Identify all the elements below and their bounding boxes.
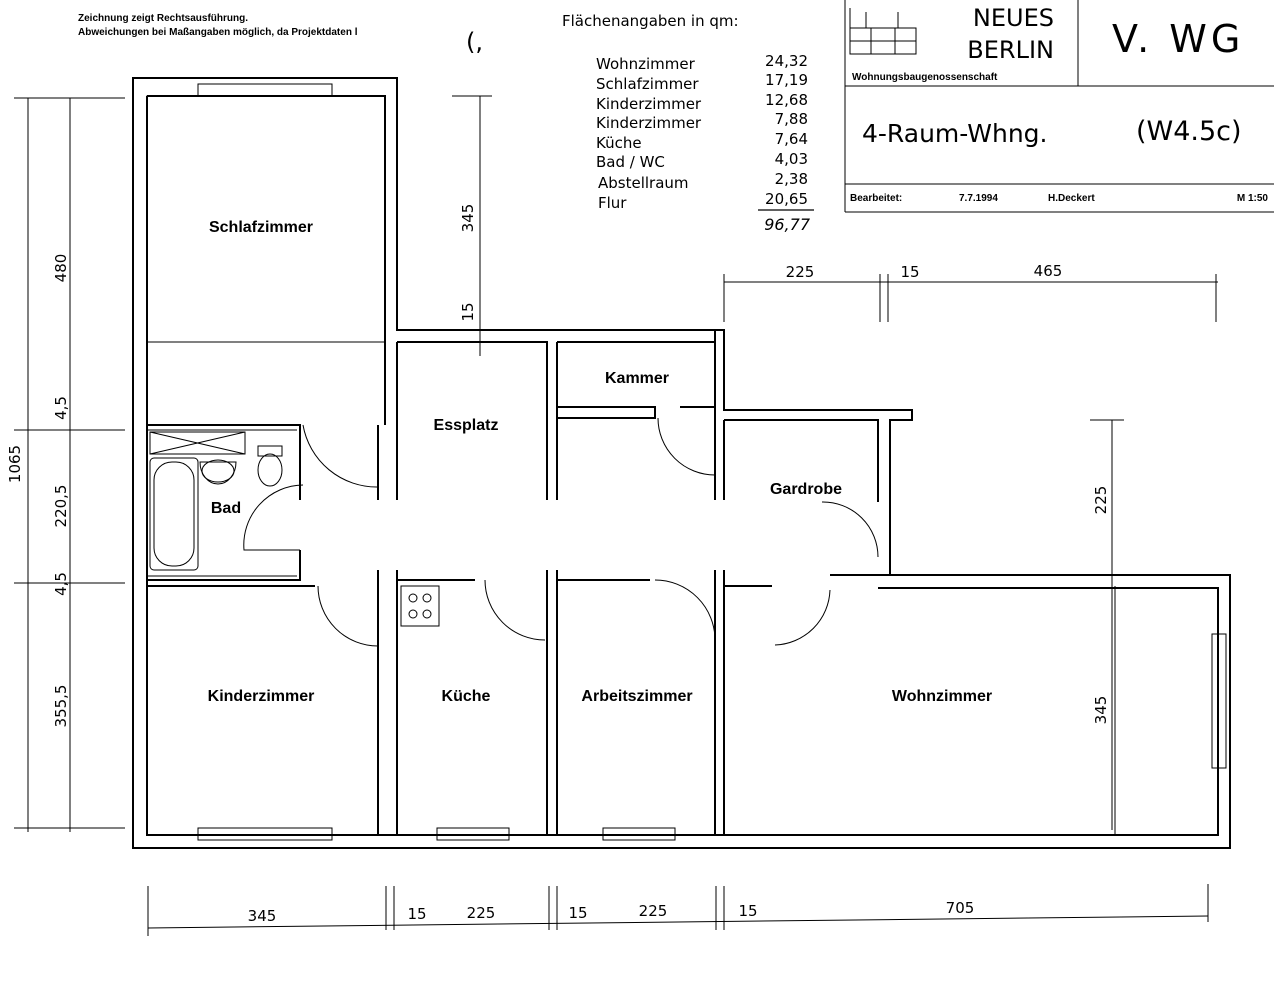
logo-icon: [849, 8, 917, 55]
dim-3555: 355,5: [52, 685, 70, 728]
dim-top-15: 15: [900, 263, 919, 281]
window-icon: [1211, 633, 1227, 769]
dim-right-345: 345: [1092, 696, 1110, 725]
area-value: 2,38: [775, 170, 808, 188]
edited-label: Bearbeitet:: [850, 193, 902, 204]
dim-45a: 4,5: [52, 396, 70, 420]
area-label: Kinderzimmer: [596, 114, 702, 132]
room-label-arbeitszimmer: Arbeitszimmer: [581, 688, 692, 705]
door-icon: [302, 424, 379, 488]
area-label: Wohnzimmer: [596, 55, 696, 73]
sink-icon: [199, 461, 237, 485]
org-name: Wohnungsbaugenossenschaft: [852, 72, 998, 83]
door-icon: [484, 579, 546, 641]
dim-top-465: 465: [1034, 262, 1063, 280]
area-label: Küche: [596, 134, 642, 152]
edited-date: 7.7.1994: [959, 193, 998, 204]
dim-mid-345: 345: [459, 204, 477, 233]
note-line-2: Abweichungen bei Maßangaben möglich, da …: [78, 27, 358, 38]
editor: H.Deckert: [1048, 193, 1095, 204]
area-label: Bad / WC: [596, 153, 665, 171]
logo-line-1: NEUES: [973, 4, 1054, 32]
window-icon: [602, 827, 676, 841]
dim-right-225: 225: [1092, 486, 1110, 515]
plan-title: 4-Raum-Whng.: [862, 119, 1048, 148]
room-label-gardrobe: Gardrobe: [770, 481, 842, 498]
note-line-1: Zeichnung zeigt Rechtsausführung.: [78, 13, 248, 24]
area-label: Abstellraum: [598, 174, 689, 192]
window-icon: [436, 827, 510, 841]
door-icon: [317, 585, 379, 647]
areas-total: 96,77: [764, 215, 811, 234]
logo-line-2: BERLIN: [967, 36, 1054, 64]
door-icon: [654, 579, 716, 641]
scale: M 1:50: [1237, 193, 1269, 204]
dimension-left: 1065 480 4,5 220,5 4,5 355,5: [6, 97, 125, 832]
areas-list: Wohnzimmer 24,32 Schlafzimmer 17,19 Kind…: [596, 52, 814, 234]
dimension-right: 225 345: [1090, 419, 1124, 830]
door-icon: [657, 417, 716, 476]
area-value: 7,88: [775, 110, 808, 128]
door-icon: [821, 501, 879, 558]
window-icon: [197, 827, 333, 841]
dim-mid-15: 15: [459, 302, 477, 321]
dim-480: 480: [52, 254, 70, 283]
door-icon: [243, 484, 304, 551]
toilet-icon: [257, 445, 283, 457]
bath-fixtures: [149, 431, 440, 627]
title-block: NEUES BERLIN Wohnungsbaugenossenschaft V…: [844, 0, 1274, 213]
dimension-middle: 345 15: [452, 95, 492, 356]
window-icon: [197, 83, 333, 97]
doors: [243, 417, 879, 647]
dim-bottom-225b: 225: [639, 902, 668, 920]
room-label-wohnzimmer: Wohnzimmer: [892, 688, 992, 705]
area-value: 4,03: [775, 150, 808, 168]
dim-bottom-15c: 15: [738, 902, 757, 920]
area-label: Flur: [598, 194, 627, 212]
bathtub-icon: [149, 457, 199, 571]
corner-label: V. WG: [1112, 17, 1244, 61]
room-label-kinderzimmer: Kinderzimmer: [208, 688, 315, 705]
windows: [197, 83, 1227, 841]
area-value: 20,65: [765, 190, 808, 208]
dimension-bottom: 345 15 225 15 225 15 705: [147, 884, 1209, 936]
dim-45b: 4,5: [52, 572, 70, 596]
area-value: 12,68: [765, 91, 808, 109]
dimension-top-right: 225 15 465: [723, 262, 1218, 322]
dim-bottom-15a: 15: [407, 905, 426, 923]
area-value: 17,19: [765, 71, 808, 89]
area-value: 24,32: [765, 52, 808, 70]
area-label: Kinderzimmer: [596, 95, 702, 113]
door-icon: [774, 589, 831, 646]
stove-icon: [400, 585, 440, 627]
area-label: Schlafzimmer: [596, 75, 699, 93]
room-label-kammer: Kammer: [605, 370, 669, 387]
dim-top-225: 225: [786, 263, 815, 281]
plan-code: (W4.5c): [1136, 116, 1242, 147]
area-value: 7,64: [775, 130, 808, 148]
room-label-essplatz: Essplatz: [434, 417, 499, 434]
dim-total: 1065: [6, 445, 24, 483]
areas-title: Flächenangaben in qm:: [562, 12, 739, 30]
dim-2205: 220,5: [52, 485, 70, 528]
room-label-schlafzimmer: Schlafzimmer: [209, 219, 313, 236]
mark-bracket: (,: [466, 28, 483, 56]
dim-bottom-225a: 225: [467, 904, 496, 922]
room-label-bad: Bad: [211, 500, 241, 517]
shower-icon: [149, 431, 246, 455]
dim-bottom-705: 705: [946, 899, 975, 917]
dim-bottom-15b: 15: [568, 904, 587, 922]
dim-bottom-345: 345: [248, 907, 277, 925]
room-label-kueche: Küche: [442, 688, 491, 705]
